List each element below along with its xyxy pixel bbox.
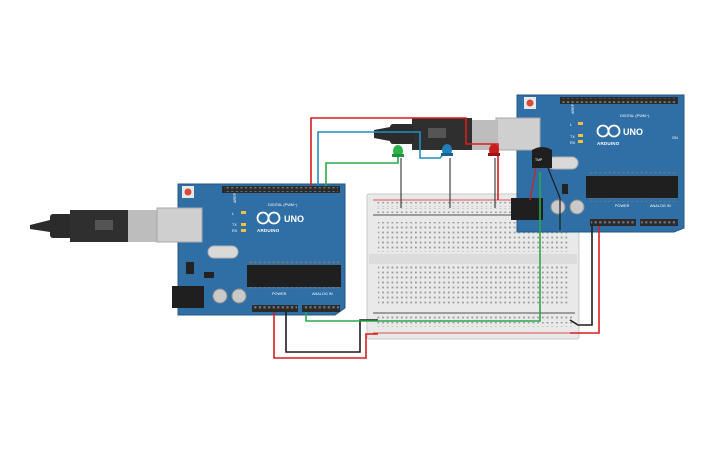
on-label-right: ON bbox=[672, 136, 678, 140]
capacitor-2-left bbox=[231, 288, 247, 304]
arduino-uno-right[interactable]: DIGITAL (PWM~) AREF L TX RX UNO ARDUINO … bbox=[374, 94, 685, 233]
reset-button-left[interactable] bbox=[184, 188, 192, 196]
usb-jack-right bbox=[495, 117, 541, 151]
rx-label-right: RX bbox=[570, 141, 576, 145]
atmega-chip-right bbox=[586, 176, 678, 198]
power-jack-right bbox=[511, 198, 543, 220]
usb-cable-right[interactable] bbox=[374, 118, 498, 150]
sensor-label: TMP bbox=[535, 158, 543, 162]
led-red[interactable] bbox=[488, 144, 500, 156]
arduino-uno-left[interactable]: DIGITAL (PWM~) AREF L TX RX UNO ARDUINO bbox=[30, 183, 346, 316]
wire-black-sensor[interactable] bbox=[547, 167, 561, 230]
tx-label-right: TX bbox=[570, 135, 575, 139]
wire-red-sensor[interactable] bbox=[529, 167, 537, 201]
brand-text-right: ARDUINO bbox=[597, 141, 620, 146]
crystal-right bbox=[547, 156, 579, 170]
aref-label: AREF bbox=[233, 192, 237, 203]
l-label: L bbox=[232, 212, 234, 216]
capacitor-2-right bbox=[569, 199, 585, 215]
wires[interactable] bbox=[273, 117, 600, 359]
capacitor-1-left bbox=[212, 288, 228, 304]
digital-header-label: DIGITAL (PWM~) bbox=[268, 203, 298, 207]
wire-black-right[interactable] bbox=[569, 226, 593, 326]
reset-button-right[interactable] bbox=[526, 99, 534, 107]
led-blue[interactable] bbox=[441, 144, 453, 156]
uno-logo-text-right: UNO bbox=[623, 127, 643, 137]
capacitor-1-right bbox=[550, 199, 566, 215]
atmega-chip-left bbox=[247, 265, 341, 287]
arduino-logo-left: UNO ARDUINO bbox=[256, 211, 304, 233]
analog-label-right: ANALOG IN bbox=[650, 204, 671, 208]
wire-red-power[interactable] bbox=[273, 312, 378, 359]
wire-black-gnd[interactable] bbox=[285, 312, 378, 353]
tx-label: TX bbox=[232, 223, 237, 227]
terminal-strip-bottom[interactable] bbox=[378, 266, 570, 306]
power-label-right: POWER bbox=[615, 204, 630, 208]
aref-label-right: AREF bbox=[571, 103, 575, 114]
temperature-sensor[interactable]: TMP bbox=[532, 147, 552, 168]
wire-green-analog[interactable] bbox=[305, 172, 541, 322]
wire-blue[interactable] bbox=[317, 131, 448, 186]
center-channel bbox=[369, 254, 577, 264]
digital-header-label-right: DIGITAL (PWM~) bbox=[620, 114, 650, 118]
usb-jack-left bbox=[156, 207, 203, 243]
wire-green-top[interactable] bbox=[325, 152, 399, 186]
wire-red-right[interactable] bbox=[570, 226, 600, 334]
crystal-left bbox=[207, 245, 239, 259]
power-label: POWER bbox=[272, 292, 287, 296]
power-jack-left bbox=[172, 286, 204, 308]
usb-cable-left[interactable] bbox=[30, 210, 158, 242]
analog-label: ANALOG IN bbox=[312, 292, 333, 296]
arduino-logo-right: UNO ARDUINO bbox=[596, 124, 643, 146]
brand-text: ARDUINO bbox=[257, 228, 280, 233]
rx-label: RX bbox=[232, 229, 238, 233]
bottom-power-rail[interactable] bbox=[373, 312, 575, 334]
l-label-right: L bbox=[570, 123, 572, 127]
led-green[interactable] bbox=[392, 145, 404, 157]
uno-logo-text: UNO bbox=[284, 214, 304, 224]
